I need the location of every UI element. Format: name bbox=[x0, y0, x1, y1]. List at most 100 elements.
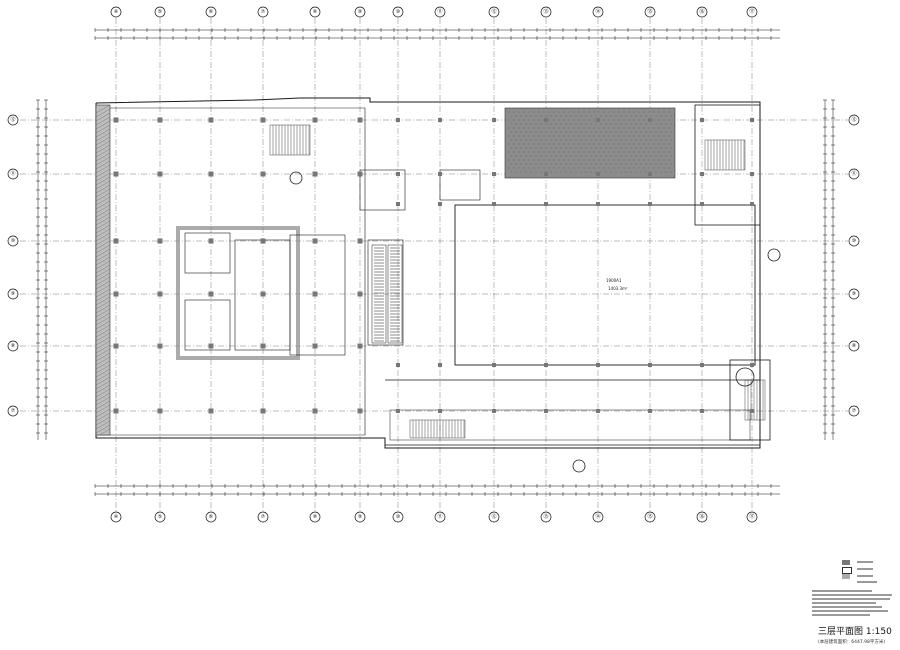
axis-label: ⑥ bbox=[209, 514, 214, 520]
axis-bubble bbox=[7, 405, 19, 417]
axis-label: ⑯ bbox=[699, 8, 704, 15]
axis-gridlines bbox=[20, 18, 848, 511]
axis-bubble bbox=[392, 6, 404, 18]
axis-label: ⑮ bbox=[647, 8, 652, 15]
axis-label: ⑨ bbox=[852, 291, 856, 297]
axis-bubble bbox=[848, 405, 860, 417]
axis-label: ⑩ bbox=[396, 514, 401, 520]
axis-label: ⑦ bbox=[261, 514, 266, 520]
axis-bubble bbox=[354, 511, 366, 523]
axis-label: ④ bbox=[114, 514, 119, 520]
axis-bubble bbox=[848, 168, 860, 180]
axis-bubble bbox=[848, 114, 860, 126]
axis-bubble bbox=[488, 6, 500, 18]
escalator bbox=[371, 244, 403, 344]
axis-bubble bbox=[644, 6, 656, 18]
axis-bubble bbox=[746, 6, 758, 18]
axis-label: ⑰ bbox=[749, 8, 754, 15]
dimension-lines bbox=[36, 28, 835, 496]
axis-label: ⑧ bbox=[11, 343, 16, 349]
axis-bubble bbox=[7, 288, 19, 300]
axis-bubble bbox=[309, 6, 321, 18]
axis-label: ⑩ bbox=[11, 238, 16, 244]
axis-label: ⑨ bbox=[358, 514, 362, 520]
top-axis-markers: ④ ⑤ ⑥ ⑦ ⑧ ⑨ ⑩ ⑪ ⑫ ⑬ ⑭ ⑮ ⑯ ⑰ bbox=[110, 6, 758, 18]
axis-bubble bbox=[848, 235, 860, 247]
axis-bubble bbox=[434, 6, 446, 18]
axis-label: ⑦ bbox=[11, 408, 16, 414]
axis-label: ⑫ bbox=[10, 116, 15, 123]
axis-label: ⑬ bbox=[543, 8, 548, 15]
axis-label: ⑨ bbox=[358, 9, 362, 15]
axis-label: ⑦ bbox=[261, 9, 266, 15]
axis-bubble bbox=[7, 168, 19, 180]
axis-label: ⑫ bbox=[851, 116, 856, 123]
axis-label: ⑮ bbox=[647, 513, 652, 520]
axis-label: ⑭ bbox=[595, 513, 600, 520]
axis-bubble bbox=[309, 511, 321, 523]
axis-bubble bbox=[205, 511, 217, 523]
axis-label: ⑪ bbox=[851, 170, 856, 177]
axis-label: ⑫ bbox=[491, 513, 496, 520]
axis-bubble bbox=[488, 511, 500, 523]
axis-bubble bbox=[592, 6, 604, 18]
axis-label: ⑪ bbox=[10, 170, 15, 177]
axis-label: ⑫ bbox=[491, 8, 496, 15]
feature-room-area: 1403.3m² bbox=[608, 286, 628, 291]
axis-bubble bbox=[257, 6, 269, 18]
axis-label: ⑯ bbox=[699, 513, 704, 520]
central-core bbox=[176, 169, 481, 360]
plan-title: 三层平面图 1:150 bbox=[818, 627, 892, 637]
axis-bubble bbox=[205, 6, 217, 18]
axis-label: ⑪ bbox=[437, 8, 442, 15]
axis-bubble bbox=[392, 511, 404, 523]
axis-label: ⑤ bbox=[158, 514, 162, 520]
axis-label: ⑧ bbox=[313, 9, 318, 15]
axis-bubble bbox=[644, 511, 656, 523]
axis-bubble bbox=[540, 6, 552, 18]
axis-bubble bbox=[746, 511, 758, 523]
axis-bubble bbox=[696, 511, 708, 523]
axis-bubble bbox=[7, 114, 19, 126]
title-block bbox=[806, 556, 898, 648]
axis-bubble bbox=[434, 511, 446, 523]
axis-label: ⑥ bbox=[209, 9, 214, 15]
axis-label: ④ bbox=[114, 9, 119, 15]
axis-label: ⑧ bbox=[313, 514, 318, 520]
left-wall-hatch bbox=[95, 104, 111, 438]
axis-bubble bbox=[7, 235, 19, 247]
axis-label: ⑰ bbox=[749, 513, 754, 520]
axis-label: ⑤ bbox=[158, 9, 162, 15]
axis-bubble bbox=[154, 511, 166, 523]
axis-label: ⑧ bbox=[852, 343, 857, 349]
axis-label: ⑭ bbox=[595, 8, 600, 15]
legend bbox=[812, 560, 892, 586]
axis-bubble bbox=[848, 288, 860, 300]
section-markers bbox=[289, 171, 781, 473]
bottom-axis-markers: ④ ⑤ ⑥ ⑦ ⑧ ⑨ ⑩ ⑪ ⑫ ⑬ ⑭ ⑮ ⑯ ⑰ bbox=[110, 511, 758, 523]
axis-label: ⑨ bbox=[11, 291, 15, 297]
axis-bubble bbox=[848, 340, 860, 352]
drawing-notes bbox=[812, 590, 896, 618]
axis-label: ⑪ bbox=[437, 513, 442, 520]
left-axis-markers: ⑫ ⑪ ⑩ ⑨ ⑧ ⑦ bbox=[7, 114, 19, 417]
axis-label: ⑩ bbox=[396, 9, 401, 15]
upper-shaded-area bbox=[504, 107, 676, 179]
axis-bubble bbox=[110, 6, 122, 18]
axis-label: ⑬ bbox=[543, 513, 548, 520]
axis-bubble bbox=[354, 6, 366, 18]
axis-bubble bbox=[592, 511, 604, 523]
axis-bubble bbox=[540, 511, 552, 523]
axis-label: ⑩ bbox=[852, 238, 857, 244]
structural-columns bbox=[113, 117, 754, 414]
axis-bubble bbox=[696, 6, 708, 18]
axis-bubble bbox=[257, 511, 269, 523]
axis-bubble bbox=[154, 6, 166, 18]
axis-bubble bbox=[110, 511, 122, 523]
axis-bubble bbox=[7, 340, 19, 352]
plan-area-note: (本层建筑面积：6447.98平方米) bbox=[818, 640, 886, 645]
feature-room-large: 1900A1 bbox=[606, 278, 622, 283]
stairs bbox=[269, 124, 766, 439]
